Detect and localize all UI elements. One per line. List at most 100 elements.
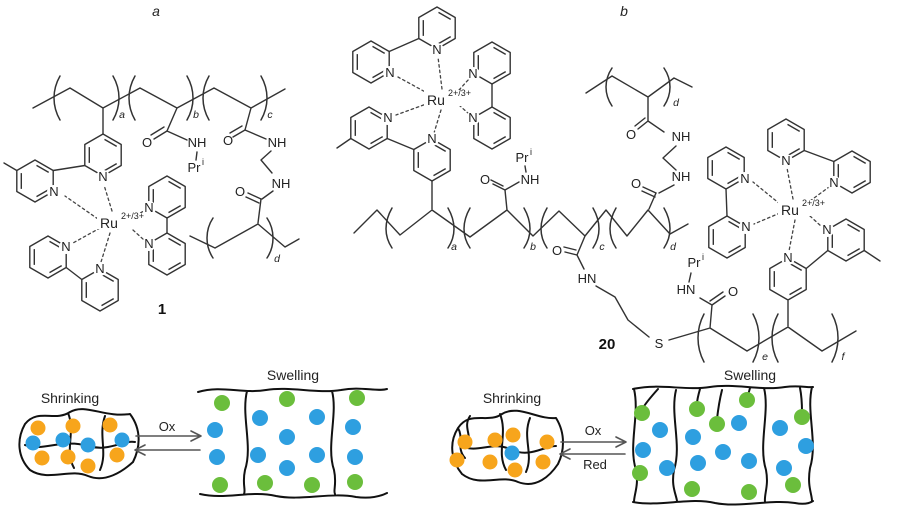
ru-coordination-bonds [395,56,830,252]
repeat-subscript-f: f [842,351,846,363]
ion-dot-blue [207,422,223,438]
ru-coordination-bonds [64,184,146,263]
amide-hn-label: HN [677,282,696,297]
ion-dot-green [684,481,700,497]
nitrogen-label: N [49,184,58,199]
ion-dot-green [212,477,228,493]
ion-dot-orange [457,434,473,450]
ion-dot-orange [30,420,46,436]
nitrogen-label: N [783,250,792,265]
ion-dot-orange [482,454,498,470]
ion-dot-orange [34,450,50,466]
ion-dot-blue [345,419,361,435]
ruthenium-label: Ru [100,215,118,231]
panel-label-b: b [620,3,628,19]
repeat-subscript-c: c [267,109,273,121]
ion-dot-green [632,465,648,481]
repeat-subscript-a: a [451,241,457,253]
ruthenium-charge: 2+/3+ [448,88,471,98]
nitrogen-label: N [383,110,392,125]
ruthenium-label: Ru [427,92,445,108]
methylpyridine-ring [16,159,54,203]
isopropyl-sup: i [530,147,532,157]
nitrogen-label: N [95,261,104,276]
ion-dot-green [347,474,363,490]
bipyridine-ring [707,146,745,190]
shrinking-label: Shrinking [483,390,541,406]
nitrogen-label: N [468,110,477,125]
nitrogen-label: N [741,219,750,234]
nitrogen-label: N [144,236,153,251]
nitrogen-label: N [144,200,153,215]
compound-number-20: 20 [599,336,616,353]
ruthenium-charge: 2+/3+ [121,211,144,221]
carbonyl-double-bonds [490,117,726,306]
swelling-label: Swelling [724,367,776,383]
atom-mask [47,185,61,199]
ion-dot-blue [80,437,96,453]
ion-dot-orange [80,458,96,474]
oxygen-label: O [235,184,245,199]
oxygen-label: O [728,284,738,299]
equilibrium-arrows [134,430,202,456]
ion-dot-green [279,391,295,407]
oxygen-label: O [552,243,562,258]
structure-1: a N N N N N N Ru 2+/3+ O NH Pr [3,3,300,318]
ion-dot-green [709,416,725,432]
atom-mask [466,111,480,125]
ox-label: Ox [159,419,176,434]
ion-dot-blue [715,444,731,460]
ion-dot-blue [209,449,225,465]
ion-dot-green [634,405,650,421]
repeat-subscript-e: e [762,351,768,363]
sulfur-label: S [655,336,664,351]
isopropyl-label: Pr [688,255,702,270]
bipyridine-ring [352,40,390,84]
bipyridine-ring [148,232,186,276]
ion-dot-blue [25,435,41,451]
ion-dot-blue [659,460,675,476]
isopropyl-label: Pr [188,160,202,175]
ion-dot-green [785,477,801,493]
methylpyridine-ring [827,218,865,262]
atom-mask [430,43,444,57]
ru-mask [97,213,145,229]
repeat-subscript-b: b [530,241,536,253]
ion-dot-green [304,477,320,493]
methylpyridine-ring [350,106,388,150]
oxygen-label: O [142,135,152,150]
swelling-label: Swelling [267,367,319,383]
ion-dot-blue [685,429,701,445]
bipyridine-ring [473,41,511,85]
amide-nh-label: NH [188,135,207,150]
ion-dot-orange [65,418,81,434]
repeat-subscript-b: b [193,109,199,121]
ion-dot-blue [55,432,71,448]
isopropyl-sup: i [702,252,704,262]
repeat-subscript-d: d [673,97,680,109]
ion-dot-green [349,390,365,406]
ion-dot-orange [60,449,76,465]
ru-mask [424,90,472,106]
compound-number-1: 1 [158,301,166,318]
structure-20: b [336,3,881,363]
ion-dot-orange [539,434,555,450]
oxygen-label: O [223,133,233,148]
repeat-subscript-a: a [119,109,125,121]
atom-mask [381,111,395,125]
polymer-bonds [336,37,881,352]
atom-mask [142,201,156,215]
repeat-subscript-d: d [670,241,677,253]
ion-dot-green [257,475,273,491]
panel-label-a: a [152,3,160,19]
atom-mask [781,251,795,265]
atom-mask [739,220,753,234]
ion-dot-blue [309,447,325,463]
ru-mask [778,200,826,216]
ion-dot-blue [690,455,706,471]
amide-hn-label: HN [578,271,597,286]
bipyridine-ring [473,106,511,150]
ion-dot-green [739,392,755,408]
ion-dot-blue [798,438,814,454]
